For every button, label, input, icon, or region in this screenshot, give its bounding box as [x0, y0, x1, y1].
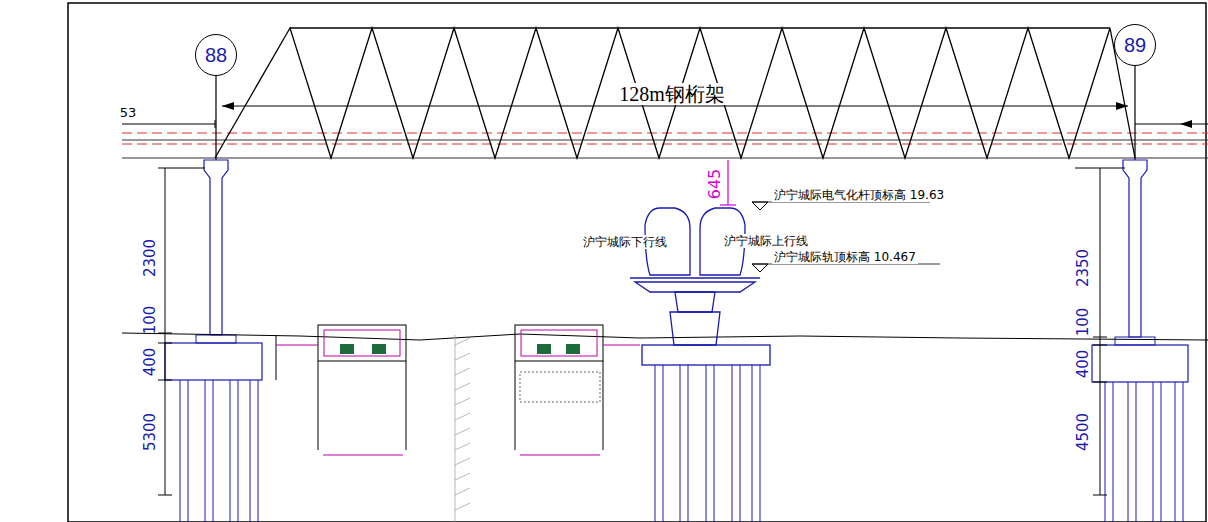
track-label: 沪宁城际下行线 [581, 235, 669, 249]
pier-number-circle: 88 [195, 34, 237, 76]
track-label: 沪宁城际上行线 [722, 234, 810, 248]
pier-number-circle: 89 [1114, 24, 1156, 66]
dimension: 53 [120, 106, 137, 119]
elevation-note: 沪宁城际电气化杆顶标高 19.63 [772, 188, 946, 202]
elevation-note: 沪宁城际轨顶标高 10.467 [772, 250, 918, 264]
clearance-dimension: 645 [707, 169, 723, 200]
span-title: 128m钢桁架 [617, 83, 727, 105]
pier-number: 88 [205, 44, 227, 67]
dimension: 5300 [143, 413, 158, 451]
dimension: 100 [143, 306, 158, 335]
dimension: 4500 [1076, 413, 1091, 451]
dimension: 2300 [143, 239, 158, 277]
dimension: 400 [143, 348, 158, 377]
dimension: 400 [1076, 350, 1091, 379]
dimension: 100 [1076, 308, 1091, 337]
dimension: 2350 [1076, 249, 1091, 287]
pier-number: 89 [1124, 34, 1146, 57]
